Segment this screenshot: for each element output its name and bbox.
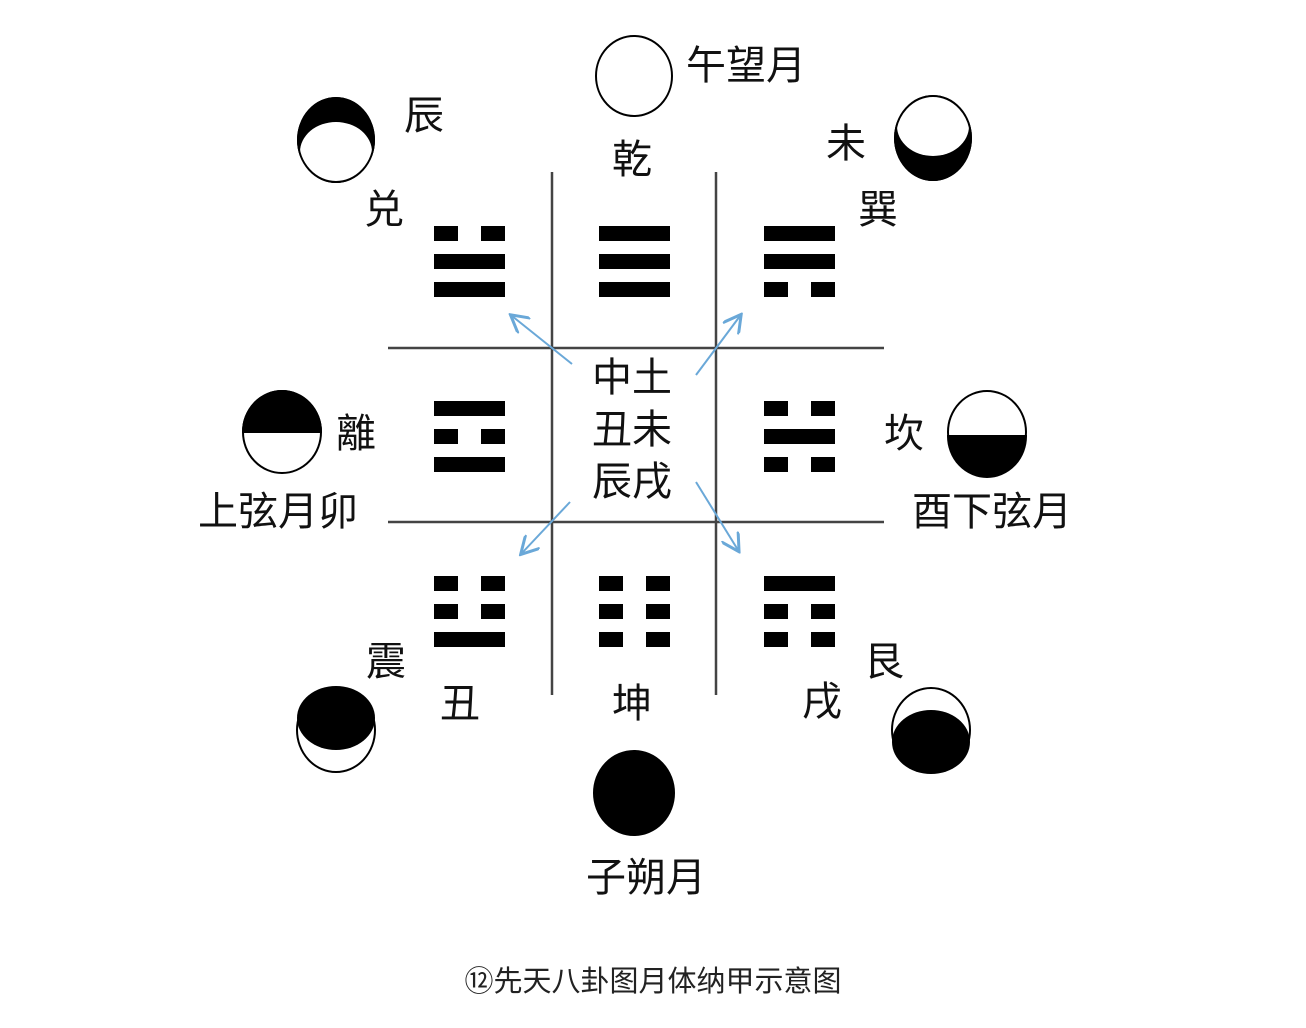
- yin-line: [434, 604, 458, 619]
- moons: [241, 35, 1028, 836]
- yang-line: [599, 254, 670, 269]
- trigram-li: [434, 401, 505, 472]
- moon-waning-top-icon: [891, 687, 971, 774]
- yin-line: [811, 282, 835, 297]
- moon-waning-bottom-icon: [296, 686, 376, 773]
- moon-label-xu: 戌: [802, 679, 842, 725]
- yang-line: [599, 282, 670, 297]
- yang-line: [764, 254, 835, 269]
- yin-line: [599, 576, 623, 591]
- figure-caption: ⑫先天八卦图月体纳甲示意图: [464, 964, 842, 998]
- moon-crescent-bottom-icon: [894, 95, 972, 181]
- yin-line: [811, 457, 835, 472]
- trigram-dui: [434, 226, 505, 297]
- center-line-2: 丑未: [592, 407, 672, 453]
- yang-line: [764, 576, 835, 591]
- yin-line: [764, 282, 788, 297]
- yin-line: [434, 226, 458, 241]
- trigram-name-dui: 兑: [364, 187, 404, 233]
- trigram-name-qian: 乾: [612, 137, 652, 183]
- arrow-to-xun: [695, 316, 740, 376]
- trigram-name-xun: 巽: [858, 187, 898, 233]
- yang-line: [434, 632, 505, 647]
- moon-label-you: 酉下弦月: [912, 489, 1072, 535]
- moon-label-chen: 辰: [404, 93, 444, 139]
- moon-label-chou: 丑: [440, 681, 480, 727]
- yin-line: [434, 429, 458, 444]
- arrows: [512, 316, 740, 553]
- moon-new-icon: [593, 750, 675, 836]
- center-label: 中土 丑未 辰戌: [582, 352, 682, 508]
- moon-label-zi: 子朔月: [586, 855, 706, 901]
- trigram-qian: [599, 226, 670, 297]
- trigram-name-kun: 坤: [612, 681, 652, 727]
- moon-full-icon: [595, 35, 673, 117]
- trigram-xun: [764, 226, 835, 297]
- yin-line: [434, 576, 458, 591]
- yang-line: [434, 401, 505, 416]
- yin-line: [646, 576, 670, 591]
- yin-line: [646, 604, 670, 619]
- center-line-3: 辰戌: [592, 459, 672, 505]
- moon-first-quarter-icon: [241, 390, 323, 474]
- trigram-kun: [599, 576, 670, 647]
- moon-last-quarter-icon: [946, 390, 1028, 478]
- yang-line: [434, 282, 505, 297]
- arrow-to-dui: [512, 316, 573, 365]
- trigram-kan: [764, 401, 835, 472]
- trigrams: [434, 226, 835, 647]
- yin-line: [481, 226, 505, 241]
- trigram-name-li: 離: [336, 411, 376, 457]
- yin-line: [811, 401, 835, 416]
- moon-label-wei: 未: [826, 121, 866, 167]
- yang-line: [764, 429, 835, 444]
- trigram-name-zhen: 震: [366, 639, 406, 685]
- yin-line: [764, 401, 788, 416]
- yin-line: [481, 576, 505, 591]
- yin-line: [764, 457, 788, 472]
- yang-line: [764, 226, 835, 241]
- moon-crescent-top-icon: [297, 97, 375, 183]
- yin-line: [811, 632, 835, 647]
- grid-lines: [388, 172, 884, 695]
- yin-line: [764, 604, 788, 619]
- trigram-gen: [764, 576, 835, 647]
- center-line-1: 中土: [592, 355, 672, 401]
- moon-label-wu: 午望月: [686, 43, 806, 89]
- yin-line: [481, 604, 505, 619]
- yin-line: [764, 632, 788, 647]
- yin-line: [481, 429, 505, 444]
- yin-line: [646, 632, 670, 647]
- yin-line: [599, 632, 623, 647]
- moon-label-mao: 上弦月卯: [198, 489, 358, 535]
- yang-line: [599, 226, 670, 241]
- trigram-name-kan: 坎: [884, 411, 924, 457]
- yin-line: [599, 604, 623, 619]
- yin-line: [811, 604, 835, 619]
- yang-line: [434, 254, 505, 269]
- arrow-to-zhen: [522, 501, 571, 553]
- trigram-name-gen: 艮: [864, 639, 904, 685]
- yang-line: [434, 457, 505, 472]
- arrow-to-gen: [695, 481, 738, 550]
- trigram-zhen: [434, 576, 505, 647]
